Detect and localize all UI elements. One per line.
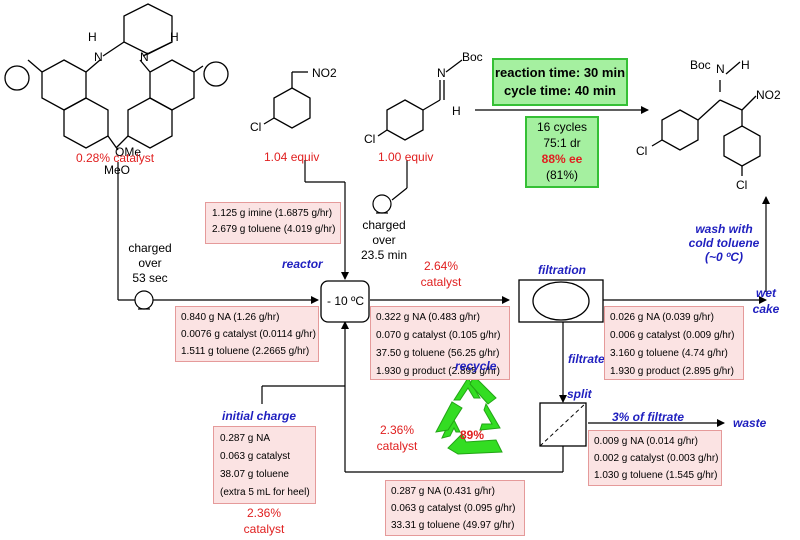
product-no2-label: NO2 xyxy=(756,88,781,102)
imine-charge-line2: over xyxy=(372,233,396,247)
filtration-label: filtration xyxy=(538,263,586,277)
catalyst-charge-line3: 53 sec xyxy=(132,271,168,285)
h-right-label: H xyxy=(170,30,179,44)
reactor-catalyst-word: catalyst xyxy=(420,275,462,289)
recycle-label: recycle xyxy=(455,359,497,373)
waste-box: 0.009 g NA (0.014 g/hr) 0.002 g catalyst… xyxy=(588,430,722,486)
initial-charge-line3: 38.07 g toluene xyxy=(220,469,289,480)
nitro-no2-label: NO2 xyxy=(312,66,337,80)
filtrate-label: filtrate xyxy=(568,352,605,366)
wet-cake-line2: cake xyxy=(752,302,780,316)
h-left-label: H xyxy=(88,30,97,44)
recycle-pct-label: 89% xyxy=(460,428,485,442)
wash-line2: cold toluene xyxy=(688,236,760,250)
nh-right-label: N xyxy=(140,50,149,64)
cake-line1: 0.026 g NA (0.039 g/hr) xyxy=(610,312,714,323)
recycle-catalyst-pct: 2.36% xyxy=(379,423,415,437)
cake-line2: 0.006 g catalyst (0.009 g/hr) xyxy=(610,330,735,341)
reactor-temp: - 10 ºC xyxy=(327,294,365,308)
imine-cl-label: Cl xyxy=(364,132,376,146)
imine-charge-line3: 23.5 min xyxy=(360,248,408,262)
ome-bottom-label: MeO xyxy=(104,163,131,177)
imine-h-label: H xyxy=(452,104,461,118)
imine-charge-line1: charged xyxy=(362,218,406,232)
product-boc-label: Boc xyxy=(690,58,711,72)
initial-charge-line4: (extra 5 mL for heel) xyxy=(220,487,310,498)
dr-text: 75:1 dr xyxy=(543,136,581,150)
reactor-outlet-line3: 37.50 g toluene (56.25 g/hr) xyxy=(376,348,500,359)
recycle-icon xyxy=(435,375,503,455)
waste-pct-label: 3% of filtrate xyxy=(612,410,685,424)
recycle-line2: 0.063 g catalyst (0.095 g/hr) xyxy=(391,503,516,514)
cycles-text: 16 cycles xyxy=(536,120,588,134)
split-label: split xyxy=(567,387,592,401)
catalyst-pump-icon xyxy=(134,290,154,310)
waste-line2: 0.002 g catalyst (0.003 g/hr) xyxy=(594,453,719,464)
reaction-conditions-box: reaction time: 30 min cycle time: 40 min xyxy=(492,58,628,106)
initial-charge-label: initial charge xyxy=(222,409,297,423)
nitroalkane-structure xyxy=(263,71,311,129)
product-cl-left-label: Cl xyxy=(636,144,648,158)
flow-lines xyxy=(117,106,770,473)
nitro-equiv-label: 1.04 equiv xyxy=(264,150,320,164)
recycle-catalyst-word: catalyst xyxy=(376,439,418,453)
imine-equiv-label: 1.00 equiv xyxy=(378,150,434,164)
wash-line3: (~0 ºC) xyxy=(704,250,744,264)
imine-pump-icon xyxy=(372,194,392,214)
recycle-line1: 0.287 g NA (0.431 g/hr) xyxy=(391,486,495,497)
imine-boc-label: Boc xyxy=(462,50,483,64)
catalyst-amount-label: 0.28% catalyst xyxy=(76,151,155,165)
reactor-vessel xyxy=(320,280,370,323)
nh-left-label: N xyxy=(94,50,103,64)
split-unit xyxy=(539,402,587,447)
nitro-feed-line1: 0.840 g NA (1.26 g/hr) xyxy=(181,312,280,323)
initial-catalyst-word: catalyst xyxy=(243,522,285,536)
reactor-outlet-line1: 0.322 g NA (0.483 g/hr) xyxy=(376,312,480,323)
ee-text: 88% ee xyxy=(541,152,583,166)
product-cl-bottom-label: Cl xyxy=(736,178,748,192)
initial-charge-line1: 0.287 g NA xyxy=(220,433,271,444)
imine-feed-line1: 1.125 g imine (1.6875 g/hr) xyxy=(212,208,333,219)
product-n-label: N xyxy=(716,62,725,76)
catalyst-charge-line2: over xyxy=(138,256,162,270)
imine-feed-line2: 2.679 g toluene (4.019 g/hr) xyxy=(212,224,336,235)
initial-catalyst-pct: 2.36% xyxy=(246,506,282,520)
recycle-box: 0.287 g NA (0.431 g/hr) 0.063 g catalyst… xyxy=(385,480,525,536)
reactor-label: reactor xyxy=(282,257,323,271)
imine-feed-box: 1.125 g imine (1.6875 g/hr) 2.679 g tolu… xyxy=(205,202,341,244)
waste-line1: 0.009 g NA (0.014 g/hr) xyxy=(594,436,698,447)
waste-label: waste xyxy=(733,416,767,430)
results-box: 16 cycles 75:1 dr 88% ee (81%) xyxy=(525,116,599,188)
reactor-outlet-line2: 0.070 g catalyst (0.105 g/hr) xyxy=(376,330,501,341)
recycle-line3: 33.31 g toluene (49.97 g/hr) xyxy=(391,520,515,531)
catalyst-charge-line1: charged xyxy=(128,241,172,255)
wet-cake-line1: wet xyxy=(755,286,776,300)
wash-line1: wash with xyxy=(695,222,753,236)
initial-charge-line2: 0.063 g catalyst xyxy=(220,451,291,462)
reactor-catalyst-pct: 2.64% xyxy=(423,259,459,273)
reactor-outlet-line4: 1.930 g product (2.895 g/hr) xyxy=(376,366,500,377)
imine-n-label: N xyxy=(437,66,446,80)
imine-structure xyxy=(377,59,463,141)
nitro-feed-line3: 1.511 g toluene (2.2665 g/hr) xyxy=(181,346,310,357)
nitro-feed-line2: 0.0076 g catalyst (0.0114 g/hr) xyxy=(181,329,316,340)
ome-top-label: OMe xyxy=(115,145,142,159)
catalyst-structure xyxy=(4,3,229,151)
filtration-unit xyxy=(518,279,604,323)
cake-line3: 3.160 g toluene (4.74 g/hr) xyxy=(610,348,728,359)
reactor-outlet-box: 0.322 g NA (0.483 g/hr) 0.070 g catalyst… xyxy=(370,306,510,380)
initial-charge-box: 0.287 g NA 0.063 g catalyst 38.07 g tolu… xyxy=(213,426,316,504)
cake-box: 0.026 g NA (0.039 g/hr) 0.006 g catalyst… xyxy=(604,306,744,380)
yield-text: (81%) xyxy=(545,168,578,182)
cycle-time-text: cycle time: 40 min xyxy=(504,83,616,98)
nitro-feed-box: 0.840 g NA (1.26 g/hr) 0.0076 g catalyst… xyxy=(175,306,319,362)
product-structure xyxy=(651,61,761,176)
waste-line3: 1.030 g toluene (1.545 g/hr) xyxy=(594,470,718,481)
product-h-label: H xyxy=(741,58,750,72)
cake-line4: 1.930 g product (2.895 g/hr) xyxy=(610,366,734,377)
nitro-cl-label: Cl xyxy=(250,120,262,134)
reaction-time-text: reaction time: 30 min xyxy=(494,65,626,80)
